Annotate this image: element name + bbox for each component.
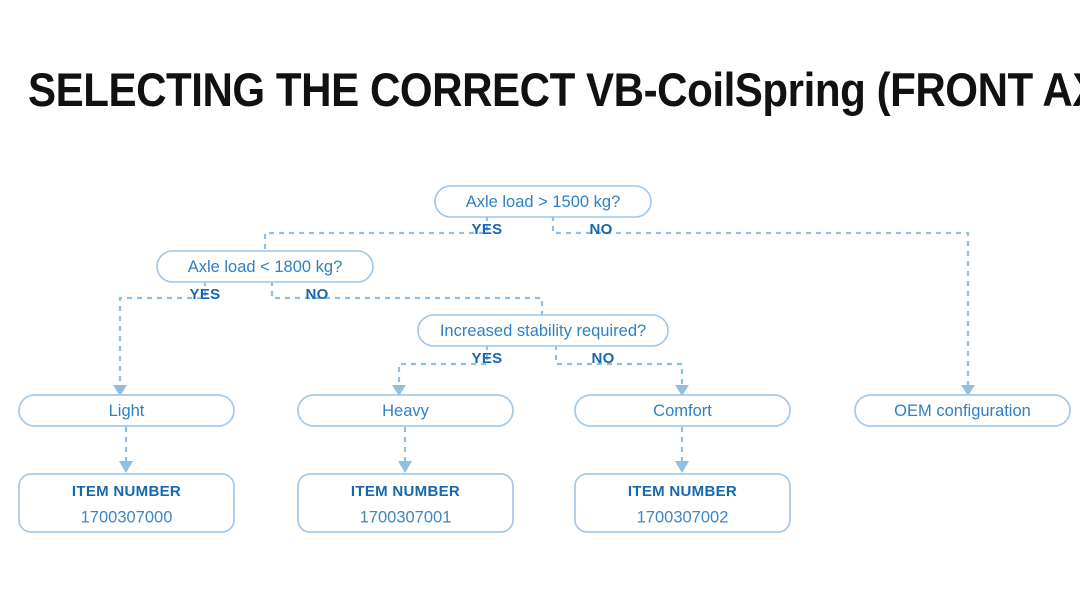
category-heavy-label: Heavy xyxy=(382,402,430,420)
decision-node-increased-stability[interactable]: Increased stability required? xyxy=(417,314,669,347)
page-title: SELECTING THE CORRECT VB-CoilSpring (FRO… xyxy=(28,63,1080,116)
decision-2-yes-label: YES xyxy=(190,286,221,303)
decision-3-yes-label: YES xyxy=(472,350,503,367)
result-light-value: 1700307000 xyxy=(81,508,173,526)
decision-node-axle-load-1800[interactable]: Axle load < 1800 kg? xyxy=(156,250,374,283)
connector-d1-no-to-oem xyxy=(551,216,975,396)
connector-d1-yes-to-d2 xyxy=(263,216,489,252)
category-node-oem[interactable]: OEM configuration xyxy=(854,394,1071,427)
result-light-heading: ITEM NUMBER xyxy=(72,483,181,500)
result-heavy-shape xyxy=(297,473,514,533)
decision-3-label: Increased stability required? xyxy=(440,322,646,340)
decision-2-shape xyxy=(156,250,374,283)
decision-1-no-label: NO xyxy=(589,221,612,238)
decision-node-axle-load-1500[interactable]: Axle load > 1500 kg? xyxy=(434,185,652,218)
category-node-comfort[interactable]: Comfort xyxy=(574,394,791,427)
decision-2-no-label: NO xyxy=(305,286,328,303)
connector-d3-yes-to-heavy xyxy=(392,345,489,396)
connector-heavy-to-item xyxy=(398,427,412,473)
connector-comfort-to-item xyxy=(675,427,689,473)
result-heavy-heading: ITEM NUMBER xyxy=(351,483,460,500)
decision-3-no-label: NO xyxy=(591,350,614,367)
category-light-label: Light xyxy=(109,402,145,420)
decision-2-label: Axle load < 1800 kg? xyxy=(188,258,343,276)
result-light-shape xyxy=(18,473,235,533)
category-heavy-shape xyxy=(297,394,514,427)
connector-d2-no-to-d3 xyxy=(270,281,544,316)
category-oem-label: OEM configuration xyxy=(894,402,1031,420)
category-oem-shape xyxy=(854,394,1071,427)
category-light-shape xyxy=(18,394,235,427)
category-comfort-shape xyxy=(574,394,791,427)
result-node-heavy[interactable]: ITEM NUMBER 1700307001 xyxy=(297,473,514,533)
decision-1-shape xyxy=(434,185,652,218)
result-comfort-shape xyxy=(574,473,791,533)
result-heavy-value: 1700307001 xyxy=(360,508,452,526)
result-node-comfort[interactable]: ITEM NUMBER 1700307002 xyxy=(574,473,791,533)
decision-3-shape xyxy=(417,314,669,347)
decision-1-label: Axle load > 1500 kg? xyxy=(466,193,621,211)
connector-d2-yes-to-light xyxy=(113,281,207,396)
category-comfort-label: Comfort xyxy=(653,402,712,420)
connector-light-to-item xyxy=(119,427,133,473)
result-comfort-heading: ITEM NUMBER xyxy=(628,483,737,500)
result-node-light[interactable]: ITEM NUMBER 1700307000 xyxy=(18,473,235,533)
result-comfort-value: 1700307002 xyxy=(637,508,729,526)
category-node-light[interactable]: Light xyxy=(18,394,235,427)
category-node-heavy[interactable]: Heavy xyxy=(297,394,514,427)
decision-1-yes-label: YES xyxy=(472,221,503,238)
connector-d3-no-to-comfort xyxy=(554,345,689,396)
